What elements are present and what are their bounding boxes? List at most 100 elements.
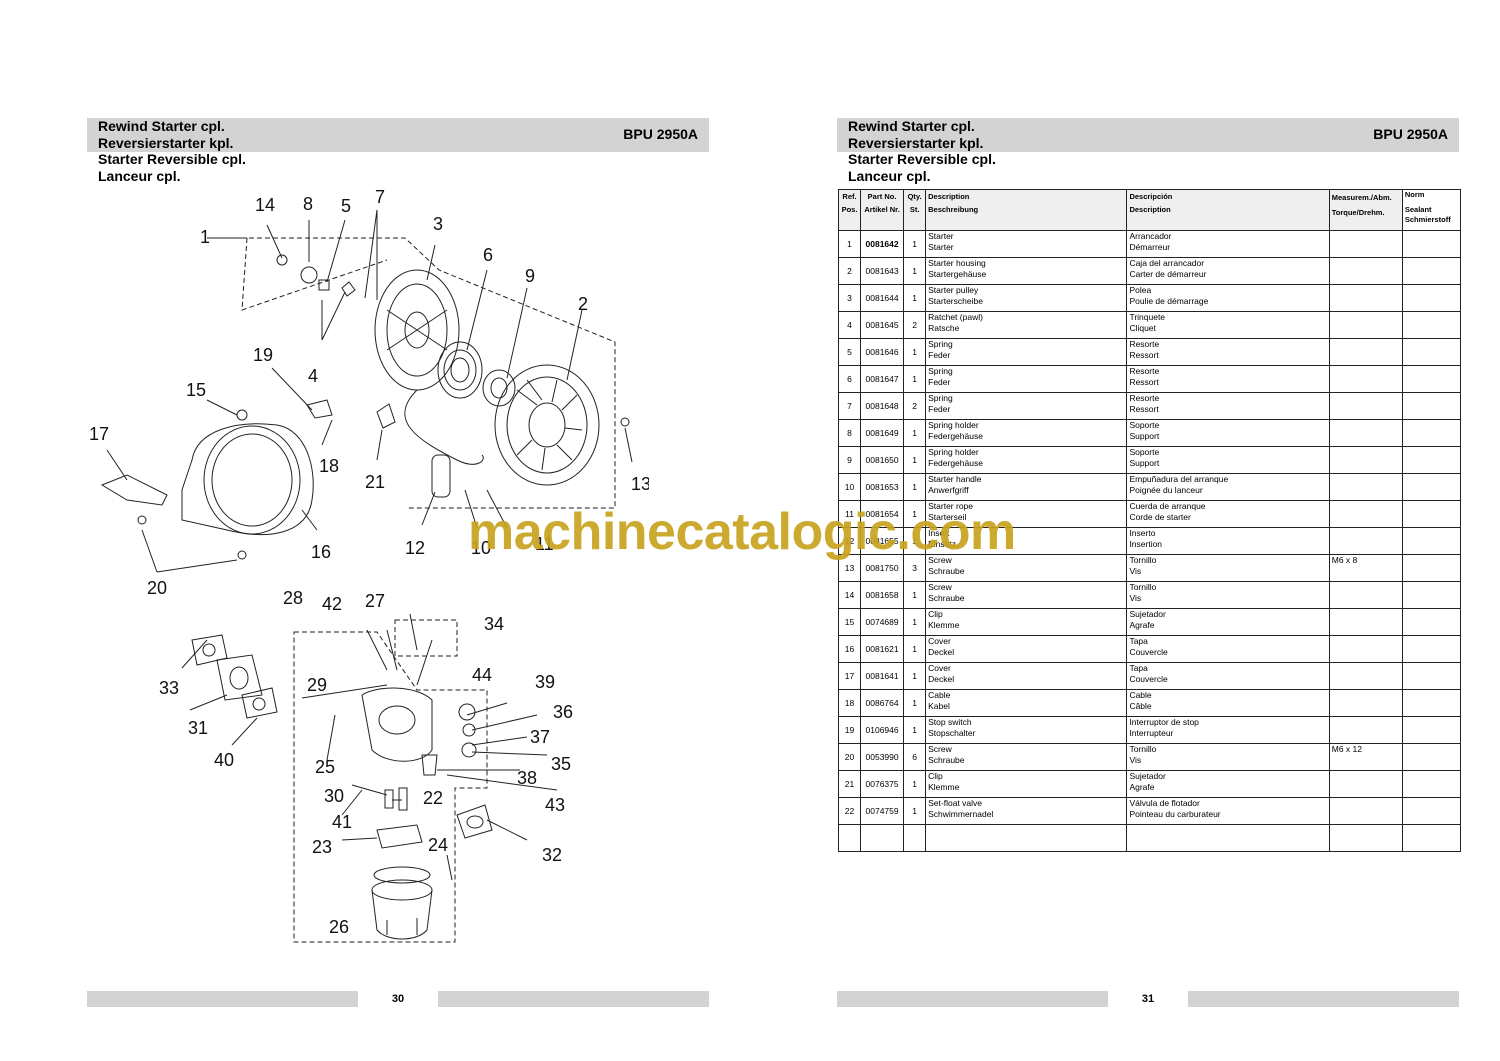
callout-label: 35 (551, 754, 571, 774)
cell-norm (1401, 770, 1462, 798)
title-de: Reversierstarter kpl. (848, 134, 984, 151)
callout-label: 25 (315, 757, 335, 777)
empty-cell (1401, 824, 1462, 852)
cell-measure (1328, 392, 1403, 420)
callout-label: 26 (329, 917, 349, 937)
cell-part-no: 0081649 (860, 419, 905, 447)
callout-label: 21 (365, 472, 385, 492)
cell-measure (1328, 689, 1403, 717)
empty-cell (925, 824, 1128, 852)
model-number: BPU 2950A (1373, 126, 1448, 142)
cell-qty: 1 (903, 365, 927, 393)
callout-label: 40 (214, 750, 234, 770)
cell-measure (1328, 419, 1403, 447)
callout-label: 3 (433, 214, 443, 234)
footer-bar-right (1188, 991, 1459, 1007)
empty-cell (837, 824, 862, 852)
cell-measure (1328, 230, 1403, 258)
callout-label: 37 (530, 727, 550, 747)
callout-label: 29 (307, 675, 327, 695)
cell-qty: 1 (903, 635, 927, 663)
callout-label: 18 (319, 456, 339, 476)
table-header-row: Ref.Pos. Part No.Artikel Nr. Qty.St. Des… (837, 189, 1462, 231)
callout-label: 13 (631, 474, 649, 494)
header-bar (837, 118, 1459, 152)
cell-qty: 1 (903, 608, 927, 636)
callout-label: 5 (341, 196, 351, 216)
cell-part-no: 0081621 (860, 635, 905, 663)
callout-label: 44 (472, 665, 492, 685)
left-page: Rewind Starter cpl. Reversierstarter kpl… (87, 118, 709, 1007)
empty-cell (1328, 824, 1403, 852)
callout-label: 16 (311, 542, 331, 562)
cell-measure (1328, 716, 1403, 744)
cell-norm (1401, 608, 1462, 636)
cell-qty: 1 (903, 797, 927, 825)
callout-label: 24 (428, 835, 448, 855)
callout-label: 41 (332, 812, 352, 832)
cell-norm (1401, 419, 1462, 447)
cell-qty: 1 (903, 689, 927, 717)
title-es: Starter Reversible cpl. (98, 151, 246, 167)
cell-part-no: 0053990 (860, 743, 905, 771)
col-measure: Measurem./Abm.Torque/Drehm. (1328, 189, 1403, 231)
cell-ref: 17 (837, 662, 862, 690)
cell-norm (1401, 446, 1462, 474)
title-fr: Lanceur cpl. (848, 167, 931, 184)
cell-ref: 22 (837, 797, 862, 825)
cell-ref: 4 (837, 311, 862, 339)
cell-measure (1328, 284, 1403, 312)
cell-norm (1401, 230, 1462, 258)
cell-part-no: 0074759 (860, 797, 905, 825)
cell-part-no: 0081642 (860, 230, 905, 258)
cell-measure (1328, 608, 1403, 636)
cell-norm (1401, 527, 1462, 555)
cell-norm (1401, 797, 1462, 825)
cell-measure (1328, 527, 1403, 555)
title-es: Starter Reversible cpl. (848, 151, 996, 167)
callout-label: 4 (308, 366, 318, 386)
cell-measure (1328, 770, 1403, 798)
cell-part-no: 0081750 (860, 554, 905, 582)
callout-label: 11 (535, 534, 554, 554)
callout-label: 33 (159, 678, 179, 698)
cell-ref: 16 (837, 635, 862, 663)
cell-norm (1401, 311, 1462, 339)
cell-ref: 5 (837, 338, 862, 366)
cell-qty: 1 (903, 473, 927, 501)
callout-label: 8 (303, 194, 313, 214)
callout-label: 7 (375, 190, 385, 207)
cell-part-no: 0081648 (860, 392, 905, 420)
cell-measure (1328, 338, 1403, 366)
callout-label: 10 (471, 538, 491, 558)
cell-part-no: 0081646 (860, 338, 905, 366)
callout-label: 14 (255, 195, 275, 215)
right-page: Rewind Starter cpl. Reversierstarter kpl… (750, 0, 1500, 1061)
cell-measure (1328, 635, 1403, 663)
cell-norm (1401, 500, 1462, 528)
